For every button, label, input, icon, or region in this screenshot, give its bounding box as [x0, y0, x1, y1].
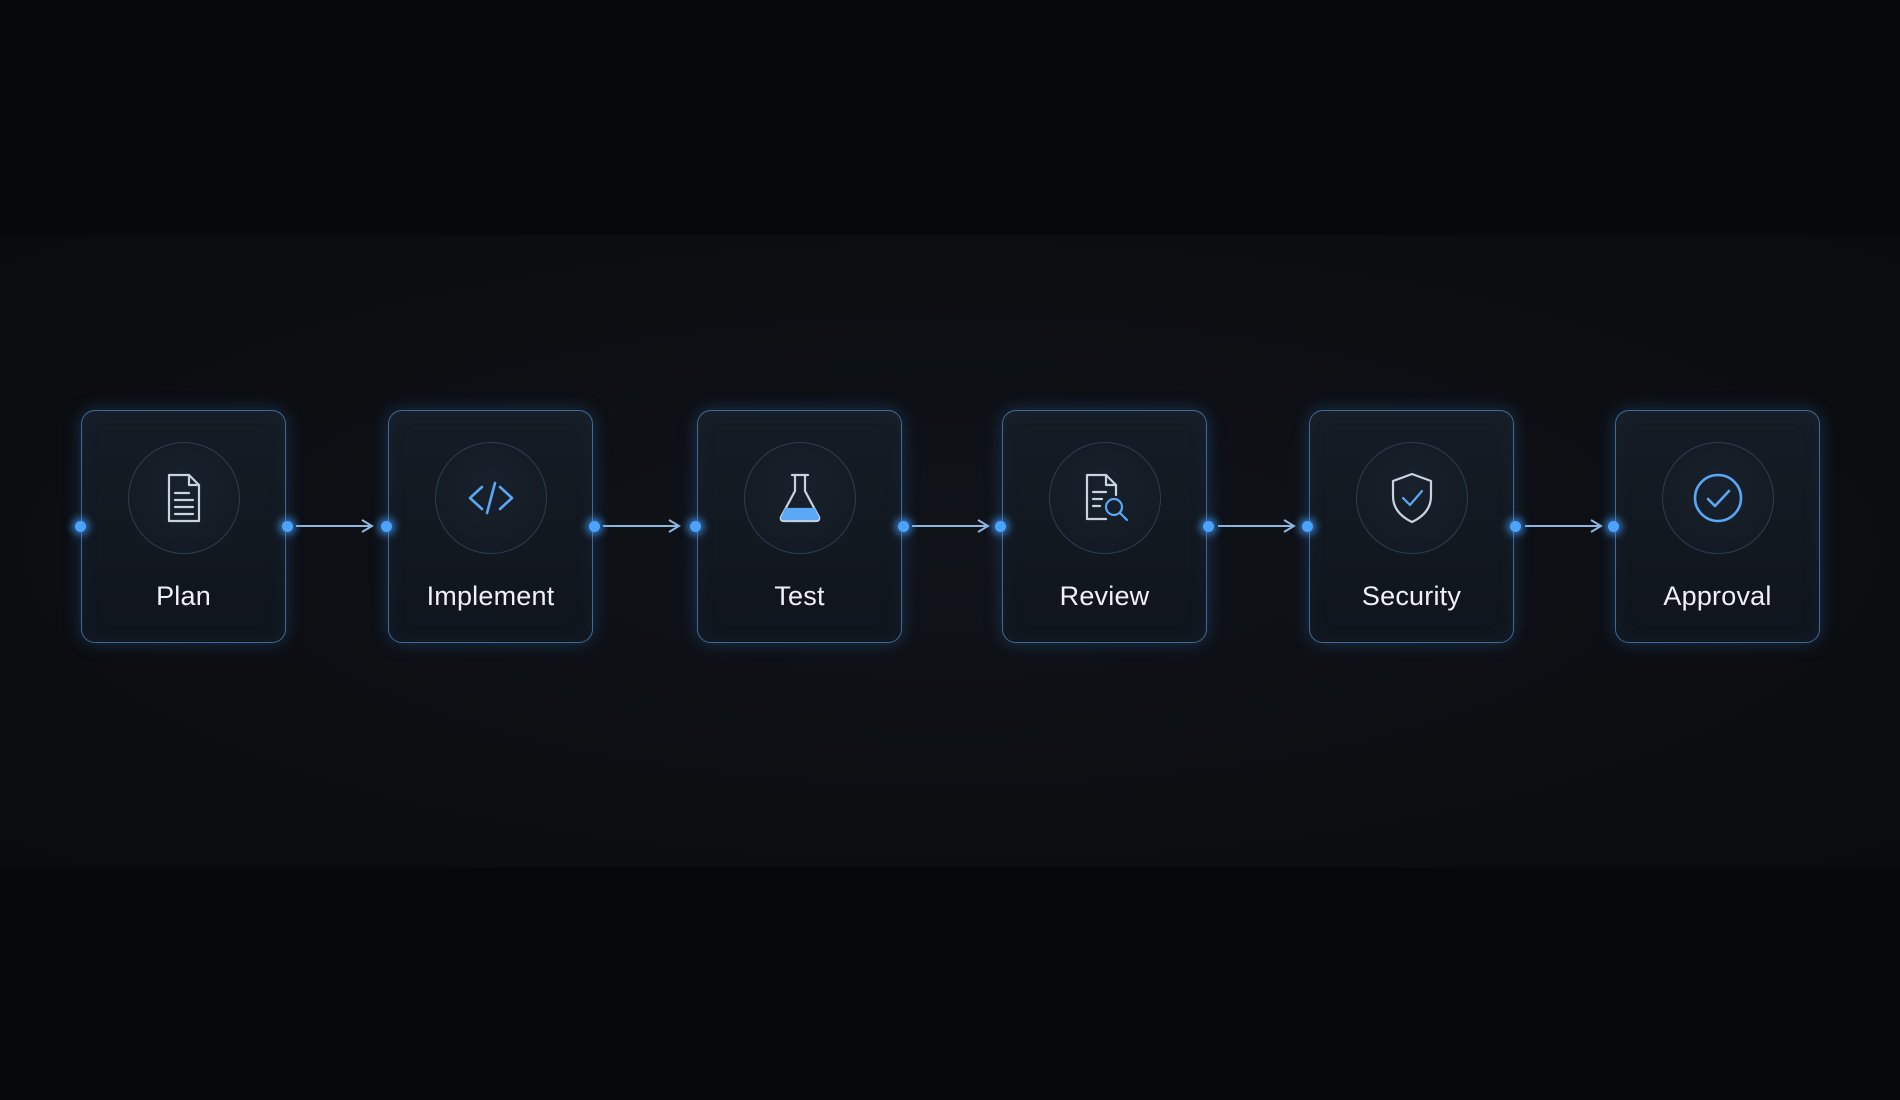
- stage-label: Review: [1059, 581, 1150, 611]
- connector-port: [1607, 520, 1619, 532]
- stage-card-implement[interactable]: Implement: [388, 410, 593, 643]
- icon-badge: [127, 442, 240, 554]
- stage-label: Test: [774, 581, 825, 611]
- connector-arrow: [1525, 519, 1605, 533]
- connector-arrow: [603, 519, 683, 533]
- stage-label: Plan: [156, 581, 211, 611]
- icon-badge: [1048, 442, 1161, 554]
- connector-arrow: [1218, 519, 1298, 533]
- code-icon: [468, 481, 513, 515]
- flask-icon: [779, 473, 820, 523]
- connector-port: [994, 520, 1006, 532]
- document-icon: [167, 473, 200, 523]
- pipeline-band: [0, 235, 1900, 867]
- stage-card-approval[interactable]: Approval: [1615, 410, 1820, 643]
- stage-card-review[interactable]: Review: [1002, 410, 1207, 643]
- document-search-icon: [1085, 473, 1128, 522]
- connector-arrow: [296, 519, 376, 533]
- icon-badge: [1661, 442, 1774, 554]
- connector-port: [1509, 520, 1521, 532]
- connector-port: [1202, 520, 1214, 532]
- stage-label: Security: [1361, 581, 1462, 611]
- stage-label: Approval: [1663, 581, 1772, 611]
- stage-card-plan[interactable]: Plan: [81, 410, 286, 643]
- stage-label: Implement: [426, 581, 555, 611]
- connector-port: [897, 520, 909, 532]
- connector-port: [689, 520, 701, 532]
- icon-badge: [434, 442, 547, 554]
- connector-port: [74, 520, 86, 532]
- shield-check-icon: [1391, 472, 1432, 524]
- connector-port: [380, 520, 392, 532]
- connector-port: [281, 520, 293, 532]
- connector-arrow: [912, 519, 992, 533]
- stage-card-test[interactable]: Test: [697, 410, 902, 643]
- check-circle-icon: [1693, 473, 1742, 523]
- stage-card-security[interactable]: Security: [1309, 410, 1514, 643]
- connector-port: [1301, 520, 1313, 532]
- icon-badge: [1355, 442, 1468, 554]
- connector-port: [588, 520, 600, 532]
- icon-badge: [743, 442, 856, 554]
